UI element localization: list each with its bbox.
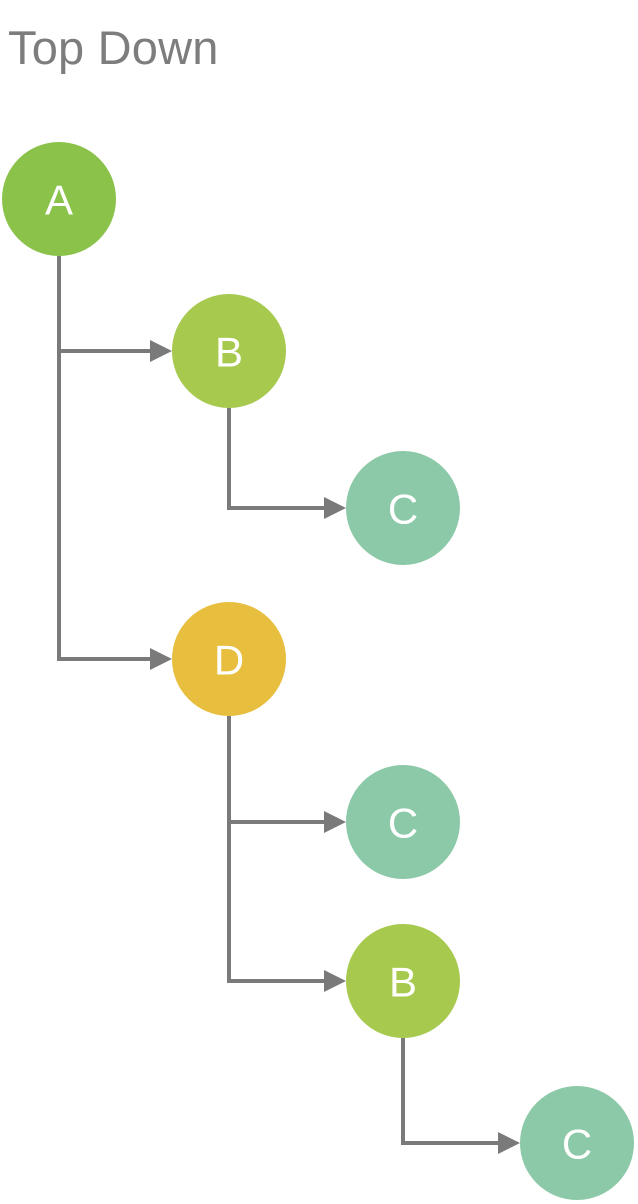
edge-layer xyxy=(57,256,520,1154)
node-a-n1[interactable]: A xyxy=(2,142,116,256)
node-circle[interactable] xyxy=(2,142,116,256)
node-label: B xyxy=(389,959,417,1006)
node-label: A xyxy=(45,177,73,224)
node-label: C xyxy=(388,800,418,847)
node-d-n4[interactable]: D xyxy=(172,602,286,716)
edge-line xyxy=(227,408,336,510)
edge-arrowhead-icon xyxy=(150,340,172,362)
node-circle[interactable] xyxy=(172,294,286,408)
node-b-n6[interactable]: B xyxy=(346,924,460,1038)
edge-line xyxy=(401,1038,510,1145)
edge-arrowhead-icon xyxy=(324,970,346,992)
node-circle[interactable] xyxy=(346,451,460,565)
node-c-n3[interactable]: C xyxy=(346,451,460,565)
node-b-n2[interactable]: B xyxy=(172,294,286,408)
edge-line xyxy=(57,256,162,661)
edge-n1-to-n4 xyxy=(57,256,172,670)
node-circle[interactable] xyxy=(172,602,286,716)
edge-line xyxy=(227,716,336,824)
node-circle[interactable] xyxy=(346,765,460,879)
node-label: C xyxy=(388,486,418,533)
edge-n2-to-n3 xyxy=(227,408,346,519)
node-label: D xyxy=(214,637,244,684)
node-circle[interactable] xyxy=(520,1086,634,1200)
node-label: C xyxy=(562,1121,592,1168)
edge-line xyxy=(227,716,336,983)
page-title: Top Down xyxy=(8,21,219,74)
node-layer: A B C D C B C xyxy=(2,142,634,1200)
node-label: B xyxy=(215,329,243,376)
edge-line xyxy=(57,256,162,353)
edge-n6-to-n7 xyxy=(401,1038,520,1154)
edge-n4-to-n5 xyxy=(227,716,346,833)
node-circle[interactable] xyxy=(346,924,460,1038)
edge-arrowhead-icon xyxy=(150,648,172,670)
node-c-n7[interactable]: C xyxy=(520,1086,634,1200)
edge-arrowhead-icon xyxy=(324,497,346,519)
edge-n4-to-n6 xyxy=(227,716,346,992)
edge-n1-to-n2 xyxy=(57,256,172,362)
edge-arrowhead-icon xyxy=(324,811,346,833)
node-c-n5[interactable]: C xyxy=(346,765,460,879)
edge-arrowhead-icon xyxy=(498,1132,520,1154)
